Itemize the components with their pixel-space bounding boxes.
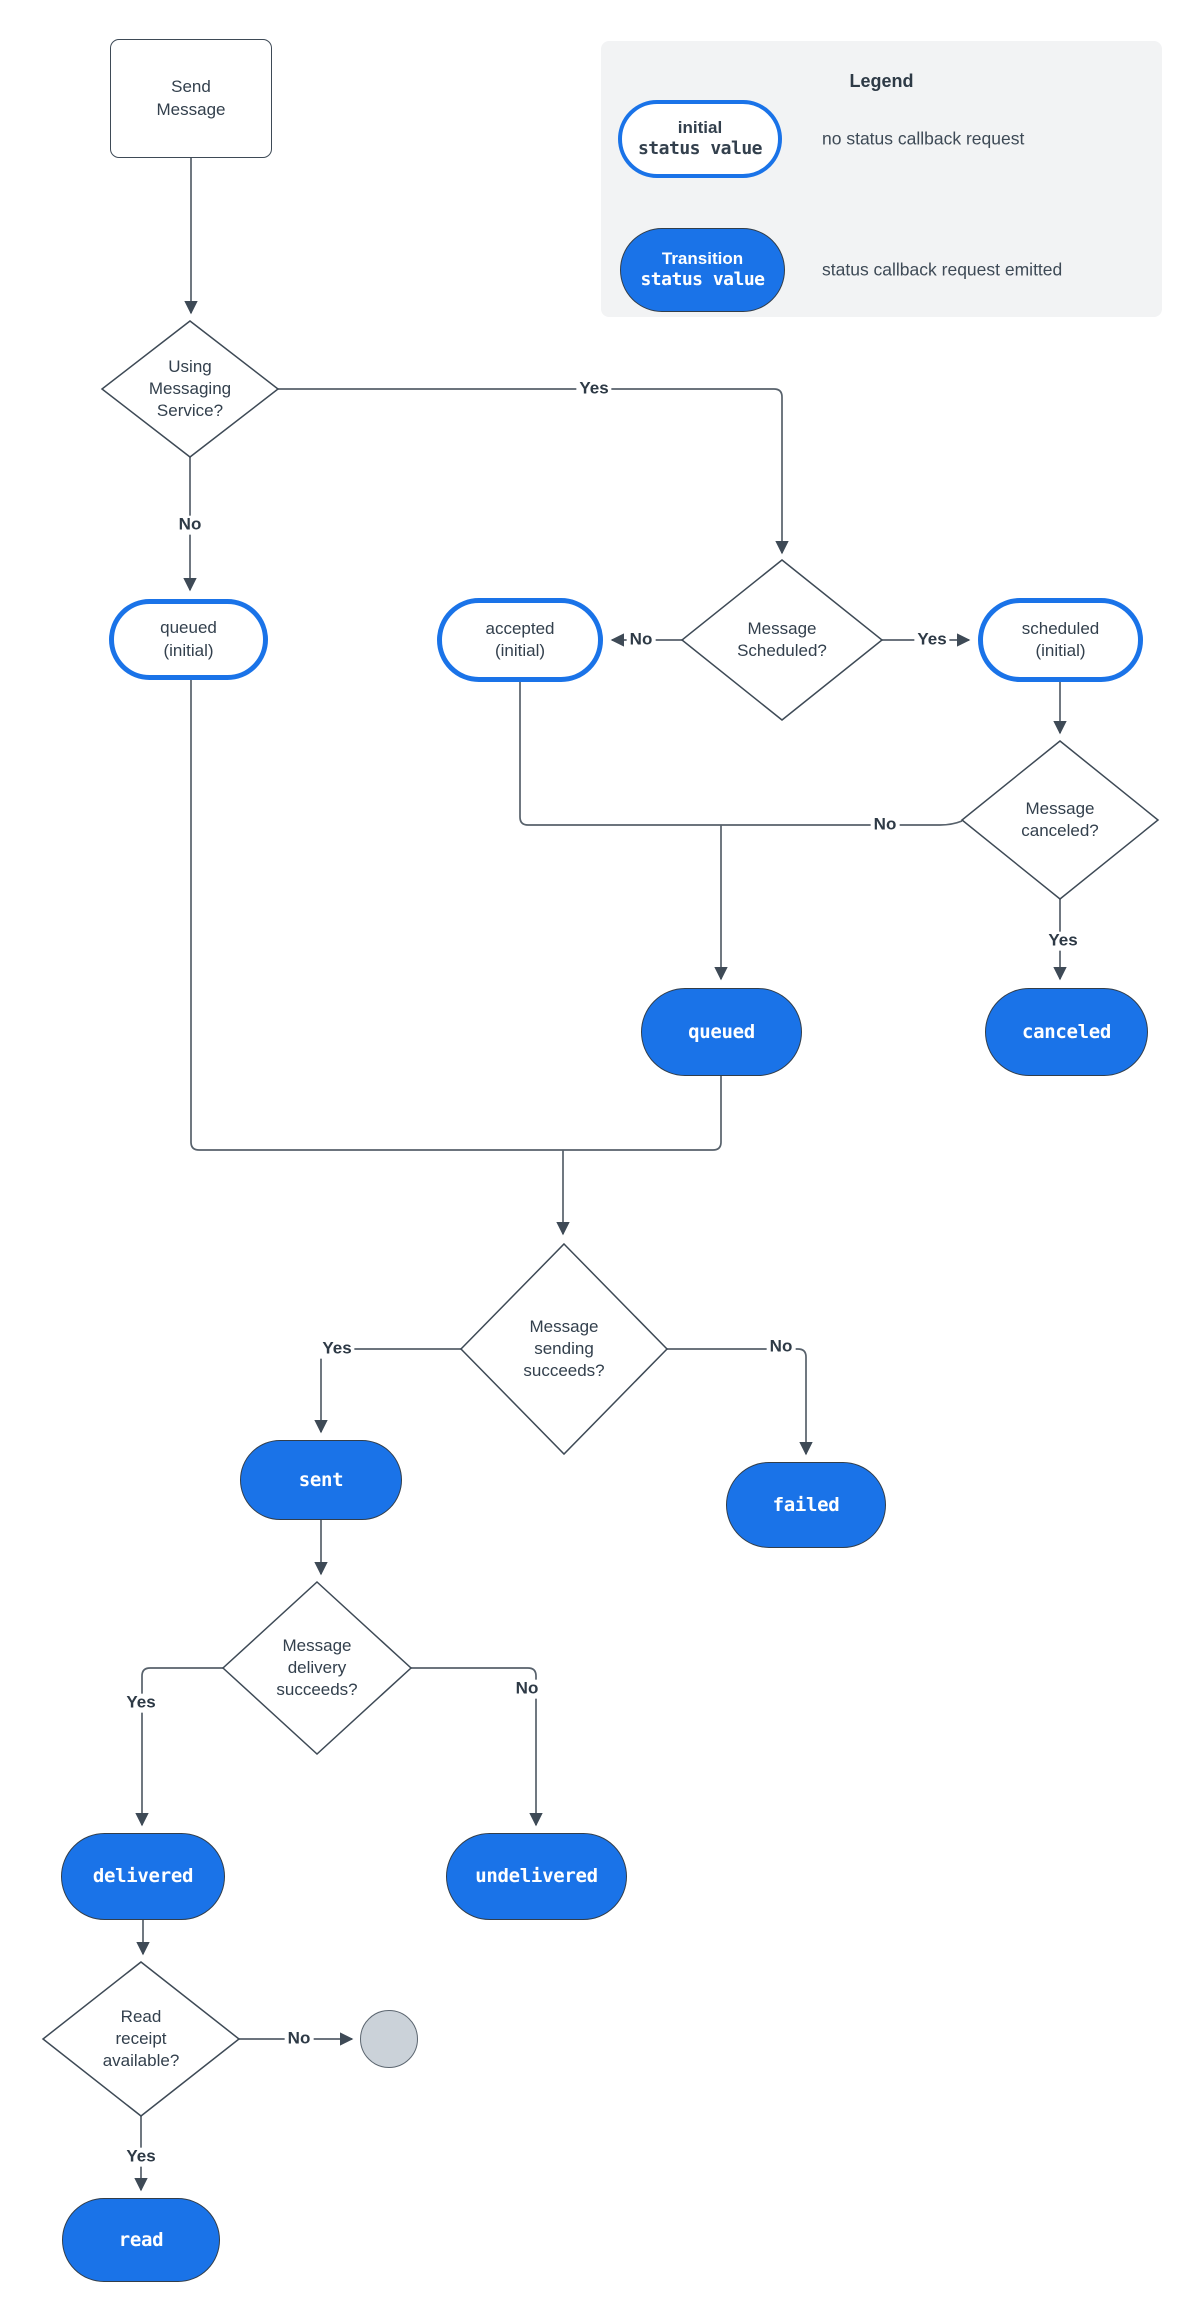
decision-using-messaging-service-shape (100, 320, 280, 458)
edge-label-canceled-no: No (870, 815, 900, 835)
edge-label-read-no: No (284, 2029, 314, 2049)
edge-label-delivery-yes: Yes (123, 1693, 159, 1713)
decision-read-receipt-available-shape (41, 1961, 241, 2117)
edge-label-read-yes: Yes (123, 2147, 159, 2167)
edge-label-canceled-yes: Yes (1045, 931, 1081, 951)
edge-delivery-yes-to-delivered (135, 1667, 223, 1827)
legend-panel: Legend initial status value no status ca… (601, 41, 1162, 317)
edge-label-using-yes: Yes (576, 379, 612, 399)
legend-transition-description: status callback request emitted (822, 259, 1063, 280)
status-scheduled-initial: scheduled (initial) (978, 598, 1143, 682)
status-failed: failed (726, 1462, 886, 1548)
status-accepted-initial: accepted (initial) (437, 598, 603, 682)
status-queued: queued (641, 988, 802, 1076)
edge-accepted-to-queued-junction (519, 682, 721, 826)
edge-label-scheduled-no: No (626, 630, 656, 650)
legend-initial-pill-line1: initial (677, 118, 723, 138)
node-send-message: Send Message (110, 39, 272, 158)
status-sent: sent (240, 1440, 402, 1520)
legend-initial-pill-line2: status value (637, 138, 763, 160)
legend-transition-pill-line2: status value (640, 269, 765, 291)
legend-initial-description: no status callback request (822, 128, 1025, 149)
decision-message-sending-succeeds-shape (459, 1242, 669, 1456)
status-delivered: delivered (61, 1833, 225, 1920)
legend-transition-pill: Transition status value (620, 228, 785, 312)
legend-initial-pill: initial status value (618, 100, 782, 178)
edge-canceled-no-to-queued-junction (721, 820, 963, 826)
edge-label-sending-yes: Yes (319, 1339, 355, 1359)
edge-label-scheduled-yes: Yes (914, 630, 950, 650)
edge-queued-initial-to-merge (190, 680, 563, 1151)
decision-message-scheduled-shape (680, 559, 884, 721)
edge-using-yes-to-scheduled-decision (278, 388, 789, 555)
edge-label-using-no: No (175, 515, 205, 535)
edge-label-sending-no: No (766, 1337, 796, 1357)
edge-label-delivery-no: No (512, 1679, 542, 1699)
status-read: read (62, 2198, 220, 2282)
edge-delivery-no-to-undelivered (411, 1667, 543, 1827)
decision-message-delivery-succeeds-shape (221, 1580, 413, 1756)
edge-sending-no-to-failed (667, 1348, 813, 1456)
legend-title: Legend (849, 71, 914, 91)
status-canceled: canceled (985, 988, 1148, 1076)
status-queued-initial: queued (initial) (109, 599, 268, 680)
end-state-circle (360, 2010, 418, 2068)
edge-sending-yes-to-sent (314, 1348, 461, 1434)
status-undelivered: undelivered (446, 1833, 627, 1920)
decision-message-canceled-shape (960, 740, 1160, 900)
edge-queued-to-merge (563, 1076, 722, 1151)
legend-transition-pill-line1: Transition (661, 249, 744, 269)
